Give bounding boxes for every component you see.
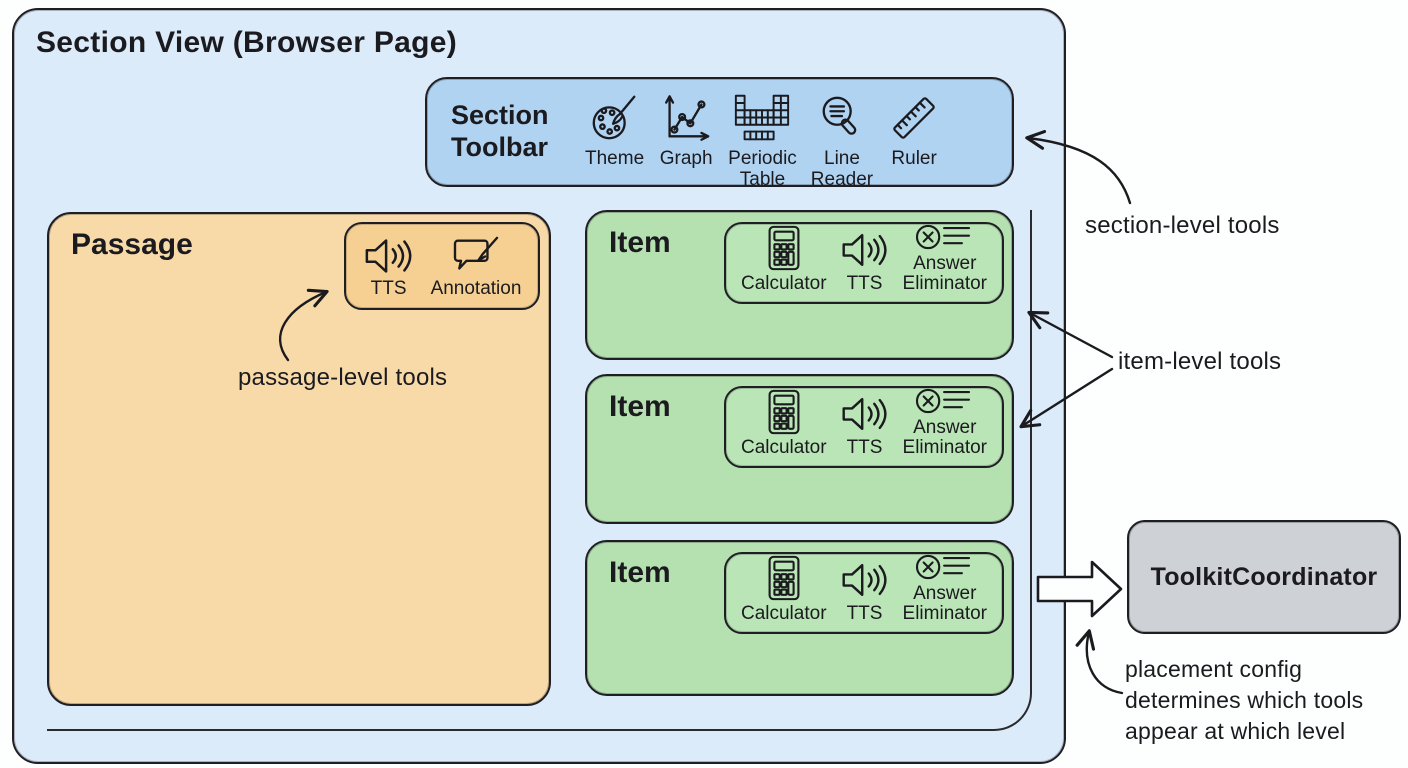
section-toolbar-title: Section Toolbar (451, 100, 549, 163)
periodic-table-icon (732, 89, 792, 147)
tool-ruler[interactable]: Ruler (887, 89, 941, 170)
tool-calculator[interactable]: Calculator (741, 553, 827, 625)
note-section-level-tools: section-level tools (1085, 212, 1280, 239)
page-title: Section View (Browser Page) (36, 26, 458, 59)
tool-label: Theme (585, 148, 645, 169)
tool-label: Ruler (891, 148, 937, 169)
tool-label: Answer Eliminator (902, 582, 988, 625)
tool-label: TTS (846, 437, 883, 459)
calculator-icon (765, 223, 803, 273)
theme-icon (588, 89, 642, 147)
tool-calculator[interactable]: Calculator (741, 223, 827, 295)
answer-eliminator-icon (914, 551, 976, 583)
answer-eliminator-icon (914, 385, 976, 417)
tool-theme[interactable]: Theme (585, 89, 644, 170)
line-reader-icon (817, 89, 867, 147)
item-toolbar: Calculator TTS (724, 552, 1004, 634)
tool-label: Graph (659, 148, 713, 169)
item-title: Item (609, 390, 671, 423)
tool-label: Line Reader (810, 148, 874, 190)
tool-annotation[interactable]: Annotation (430, 234, 522, 300)
tool-answer-eliminator[interactable]: Answer Eliminator (903, 385, 987, 459)
tool-label: Calculator (740, 603, 827, 625)
tool-label: Periodic Table (728, 148, 797, 190)
tool-label: Answer Eliminator (902, 416, 988, 459)
tool-calculator[interactable]: Calculator (741, 387, 827, 459)
tool-answer-eliminator[interactable]: Answer Eliminator (903, 551, 987, 625)
item-title: Item (609, 556, 671, 589)
tool-label: Annotation (430, 278, 522, 300)
toolkit-coordinator-box: ToolkitCoordinator (1127, 520, 1401, 634)
tool-answer-eliminator[interactable]: Answer Eliminator (903, 221, 987, 295)
answer-eliminator-icon (914, 221, 976, 253)
tool-tts[interactable]: TTS (363, 234, 415, 300)
item-box-1: Item Calculator (585, 210, 1014, 360)
tool-graph[interactable]: Graph (658, 89, 714, 170)
tool-tts[interactable]: TTS (840, 557, 890, 625)
section-view-container: Section View (Browser Page) Section Tool… (12, 8, 1066, 764)
passage-toolbar: TTS Annotation (344, 222, 540, 310)
toolkit-coordinator-label: ToolkitCoordinator (1150, 562, 1378, 591)
item-toolbar: Calculator TTS (724, 222, 1004, 304)
tool-label: Calculator (740, 437, 827, 459)
item-box-2: Item Calculator (585, 374, 1014, 524)
tool-label: TTS (846, 273, 883, 295)
tool-label: TTS (370, 278, 407, 300)
tool-label: Answer Eliminator (902, 252, 988, 295)
ruler-icon (887, 89, 941, 147)
tts-speaker-icon (840, 227, 890, 273)
tool-label: Calculator (740, 273, 827, 295)
arrow-placement-config (1075, 629, 1124, 695)
tool-label: TTS (846, 603, 883, 625)
calculator-icon (765, 387, 803, 437)
tts-speaker-icon (363, 234, 415, 278)
calculator-icon (765, 553, 803, 603)
passage-box: Passage TTS (47, 212, 551, 706)
passage-title: Passage (71, 228, 193, 261)
graph-icon (658, 89, 714, 147)
item-box-3: Item Calculator (585, 540, 1014, 696)
tool-line-reader[interactable]: Line Reader (811, 89, 873, 190)
item-toolbar: Calculator TTS (724, 386, 1004, 468)
tts-speaker-icon (840, 557, 890, 603)
tts-speaker-icon (840, 391, 890, 437)
section-toolbar: Section Toolbar Theme (425, 77, 1014, 190)
note-item-level-tools: item-level tools (1118, 348, 1282, 375)
note-passage-level-tools: passage-level tools (238, 364, 448, 391)
annotation-icon (450, 234, 502, 278)
item-title: Item (609, 226, 671, 259)
tool-tts[interactable]: TTS (840, 391, 890, 459)
tool-periodic-table[interactable]: Periodic Table (728, 89, 797, 190)
note-placement-config: placement config determines which tools … (1125, 656, 1364, 744)
tool-tts[interactable]: TTS (840, 227, 890, 295)
